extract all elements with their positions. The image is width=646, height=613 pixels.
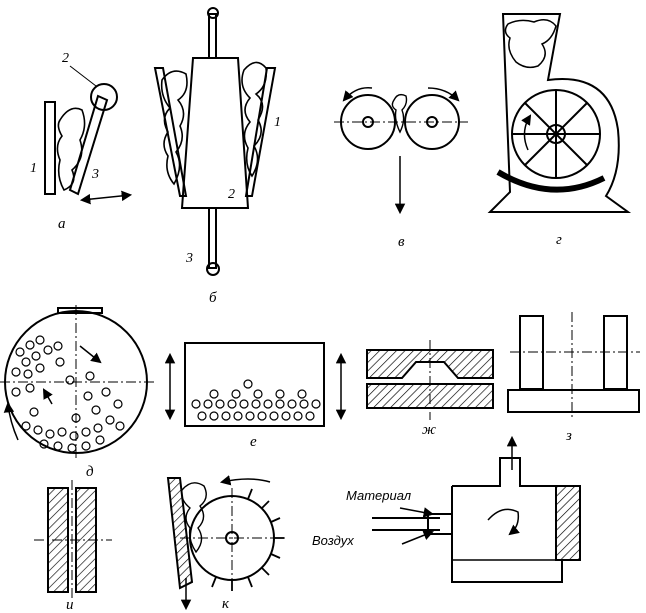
ore-right (241, 61, 268, 178)
panel-v-letter: в (398, 234, 405, 250)
ore-left (160, 70, 188, 186)
panel-e-letter: е (250, 434, 257, 450)
panel-g-hammer-mill (487, 13, 632, 213)
rotor-direction-arrow (219, 475, 271, 486)
panel-zh-letter: ж (422, 422, 436, 438)
crushing-cone (180, 57, 250, 209)
panel-a-jaw-crusher (44, 65, 133, 205)
material-label: Материал (346, 488, 412, 503)
cone-shaft-top (208, 13, 217, 59)
ore-lumps (56, 107, 86, 192)
eccentric-shaft (90, 83, 118, 111)
jet-nozzle (427, 513, 453, 535)
panel-b-part-1: 1 (274, 115, 281, 130)
panel-l-jet-mill (372, 435, 581, 583)
hammer-mill-housing (487, 13, 632, 213)
panel-a-part-1: 1 (30, 161, 37, 176)
right-roll (404, 94, 460, 150)
grate-arc (496, 169, 606, 193)
panel-i-disc-mill (34, 480, 112, 600)
rotation-arrow-right (427, 87, 460, 102)
rotor-arrow (521, 114, 532, 151)
ball-arrow-1 (79, 345, 102, 364)
panel-z-roller-mill (507, 312, 640, 420)
rotor-hammers (512, 90, 600, 178)
panel-z-letter: з (565, 428, 572, 444)
ore-on-rotor (180, 482, 207, 554)
panel-d-ball-mill (0, 305, 156, 458)
feed-hatch (57, 307, 103, 314)
panel-a-part-2: 2 (62, 51, 69, 66)
panel-d-letter: д (86, 464, 94, 480)
panel-k-letter: к (222, 596, 230, 612)
chamber-liner (555, 485, 581, 561)
panel-g-letter: г (556, 232, 562, 248)
base-pan (507, 389, 640, 413)
recirculation-arrow (487, 508, 520, 536)
panel-a-letter: а (58, 216, 66, 232)
upper-plate (366, 349, 494, 379)
drum-rotation-arrow (3, 401, 19, 441)
panel-b-part-2: 2 (228, 187, 235, 202)
vibration-balls (191, 379, 321, 421)
panel-i-letter: и (66, 597, 74, 613)
panel-a-part-3: 3 (91, 167, 99, 182)
crushing-bowl-left (153, 67, 188, 197)
feed-ore (504, 19, 557, 69)
upper-pivot (207, 7, 219, 19)
panel-v-roll-crusher (334, 87, 468, 215)
ball-arrow-2 (42, 388, 53, 405)
fixed-jaw (44, 101, 56, 195)
panel-b-letter: б (209, 290, 217, 306)
crushing-bowl-right (244, 67, 277, 197)
panel-k-pin-mill (166, 475, 286, 611)
panel-b-part-3: 3 (185, 251, 193, 266)
grinding-balls (11, 335, 125, 453)
panel-zh-attrition-mill (366, 340, 494, 420)
feed-lumps (391, 93, 408, 134)
vibrating-chamber (184, 342, 325, 427)
panel-b-cone-crusher (153, 7, 277, 276)
material-arrow (399, 507, 435, 518)
lower-pivot (206, 262, 220, 276)
left-roll (340, 94, 396, 150)
air-arrow (401, 530, 434, 545)
cone-shaft-bottom (208, 207, 217, 269)
air-label: Воздух (312, 533, 354, 548)
rotation-arrow-left (342, 87, 373, 102)
swing-arrow (79, 190, 133, 205)
panel-e-vibration-mill (164, 342, 347, 427)
feed-chute (166, 477, 194, 590)
rotor-pins (211, 488, 284, 591)
moving-jaw (68, 94, 109, 196)
